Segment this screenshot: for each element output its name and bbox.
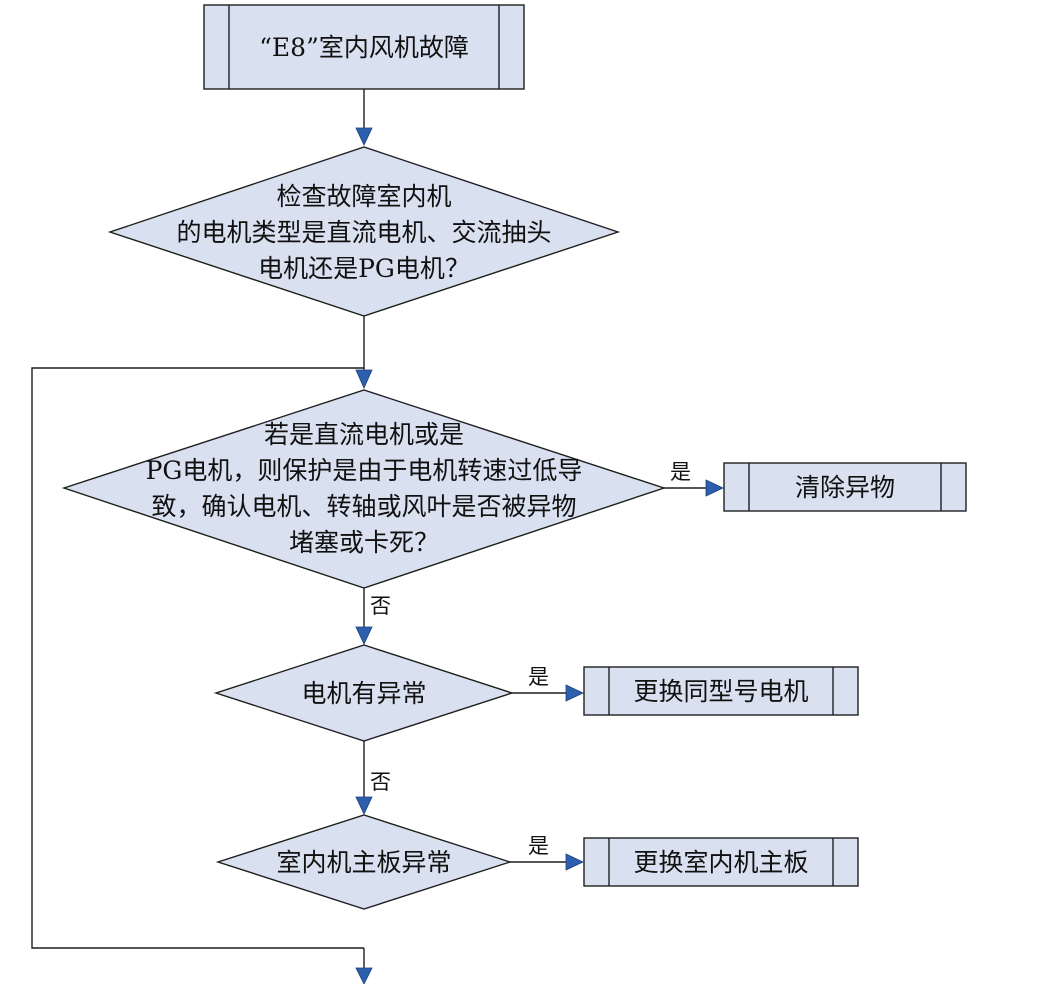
edge-label-yes-3: 是	[528, 834, 549, 858]
action-replace-motor-text: 更换同型号电机	[633, 677, 808, 706]
decision-blocked-line-2: PG电机，则保护是由于电机转速过低导	[146, 456, 583, 485]
decision-blocked-line-1: 若是直流电机或是	[264, 420, 464, 449]
arrow-head-3	[705, 479, 724, 497]
decision-motor-type-line-1: 检查故障室内机	[276, 182, 451, 211]
edge-label-yes-1: 是	[670, 460, 691, 484]
decision-motor-abnormal-text: 电机有异常	[301, 679, 426, 708]
decision-blocked-line-3: 致，确认电机、转轴或风叶是否被异物	[151, 492, 576, 521]
action-clear-foreign-object: 清除异物	[723, 462, 967, 512]
arrow-head-5	[565, 684, 584, 702]
arrow-head-6	[355, 796, 373, 815]
loop-back-line	[31, 367, 364, 949]
action-clear-foreign-object-text: 清除异物	[795, 473, 895, 502]
arrow-head-7	[565, 853, 584, 871]
edge-label-no-1: 否	[370, 594, 391, 618]
edge-label-yes-2: 是	[528, 665, 549, 689]
decision-motor-type-line-3: 电机还是PG电机？	[258, 254, 470, 283]
arrow-head-2	[355, 369, 373, 389]
action-replace-motor: 更换同型号电机	[583, 666, 859, 716]
arrow-head-8	[355, 967, 373, 984]
decision-blocked-line-4: 堵塞或卡死？	[289, 528, 439, 557]
edge-label-no-2: 否	[370, 770, 391, 794]
decision-motor-type: 检查故障室内机 的电机类型是直流电机、交流抽头 电机还是PG电机？	[107, 146, 621, 317]
arrow-head-4	[355, 626, 373, 645]
decision-motor-type-line-2: 的电机类型是直流电机、交流抽头	[176, 218, 551, 247]
start-box: “E8”室内风机故障	[203, 4, 525, 90]
decision-blocked: 若是直流电机或是 PG电机，则保护是由于电机转速过低导 致，确认电机、转轴或风叶…	[61, 389, 667, 589]
decision-motor-abnormal: 电机有异常	[213, 644, 515, 742]
action-replace-indoor-board: 更换室内机主板	[583, 837, 859, 887]
decision-board-abnormal: 室内机主板异常	[215, 814, 513, 910]
action-replace-indoor-board-text: 更换室内机主板	[633, 848, 808, 877]
decision-board-abnormal-text: 室内机主板异常	[276, 848, 451, 877]
start-text: “E8”室内风机故障	[259, 33, 469, 62]
arrow-head-1	[355, 127, 373, 146]
